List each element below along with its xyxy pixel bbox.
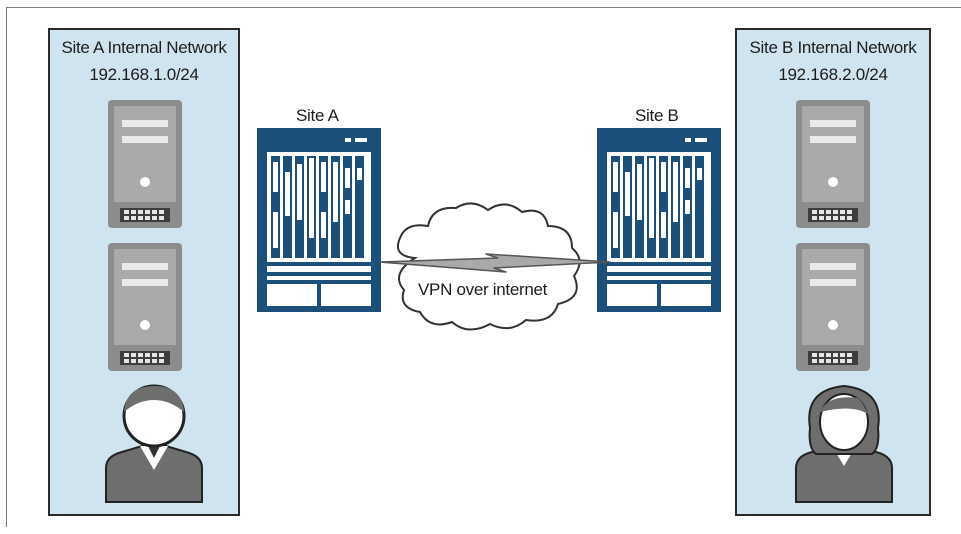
site-b-router-label: Site B — [635, 106, 679, 125]
site-b-subnet: 192.168.2.0/24 — [778, 65, 888, 84]
frame-left-border — [6, 7, 7, 527]
site-a-server-2-icon — [108, 243, 182, 371]
site-a-panel-title: Site A Internal Network — [61, 38, 227, 57]
site-b-server-1-icon — [796, 100, 870, 228]
site-b-router-icon — [597, 128, 721, 312]
site-b-server-2-icon — [796, 243, 870, 371]
site-a-subnet: 192.168.1.0/24 — [89, 65, 199, 84]
vpn-over-internet-label: VPN over internet — [418, 280, 548, 299]
site-b-panel-title: Site B Internal Network — [749, 38, 917, 57]
site-b-user-icon — [795, 384, 893, 503]
site-a-server-1-icon — [108, 100, 182, 228]
site-a-router-label: Site A — [296, 106, 339, 125]
frame-top-border — [6, 7, 961, 8]
site-a-user-icon — [105, 384, 203, 503]
vpn-link-bolt — [379, 253, 611, 273]
site-a-router-icon — [257, 128, 381, 312]
